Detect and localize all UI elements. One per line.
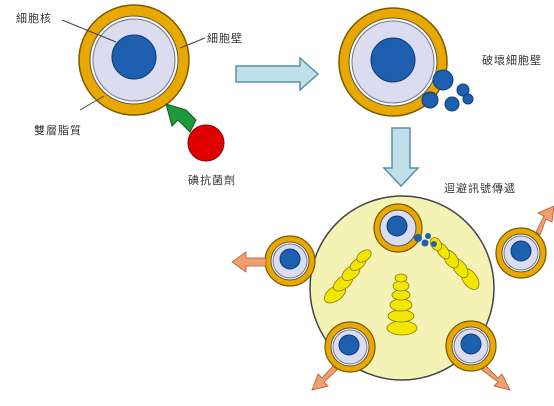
colony-cell-bottom-right [446,321,496,371]
label-destroy-cell-wall: 破壞細胞壁 [482,52,542,68]
label-avoid-signal: 迴避訊號傳遞 [444,180,516,196]
colony-cell-bottom-left [325,322,375,372]
antibacterial-agent [188,125,224,161]
process-arrow-down [384,128,418,186]
nucleus [112,35,156,79]
label-antibacterial-agent: 碘抗菌劑 [188,172,236,188]
colony-cell-right [496,228,546,278]
colony-cell-left [265,236,315,286]
label-nucleus: 細胞核 [16,10,52,26]
green-arrow [166,104,196,132]
label-cell-wall: 細胞壁 [207,30,243,46]
cell-intact [79,5,189,115]
process-arrow-right [236,58,318,90]
nucleus [371,38,415,82]
label-lipid-bilayer: 雙層脂質 [34,122,82,138]
